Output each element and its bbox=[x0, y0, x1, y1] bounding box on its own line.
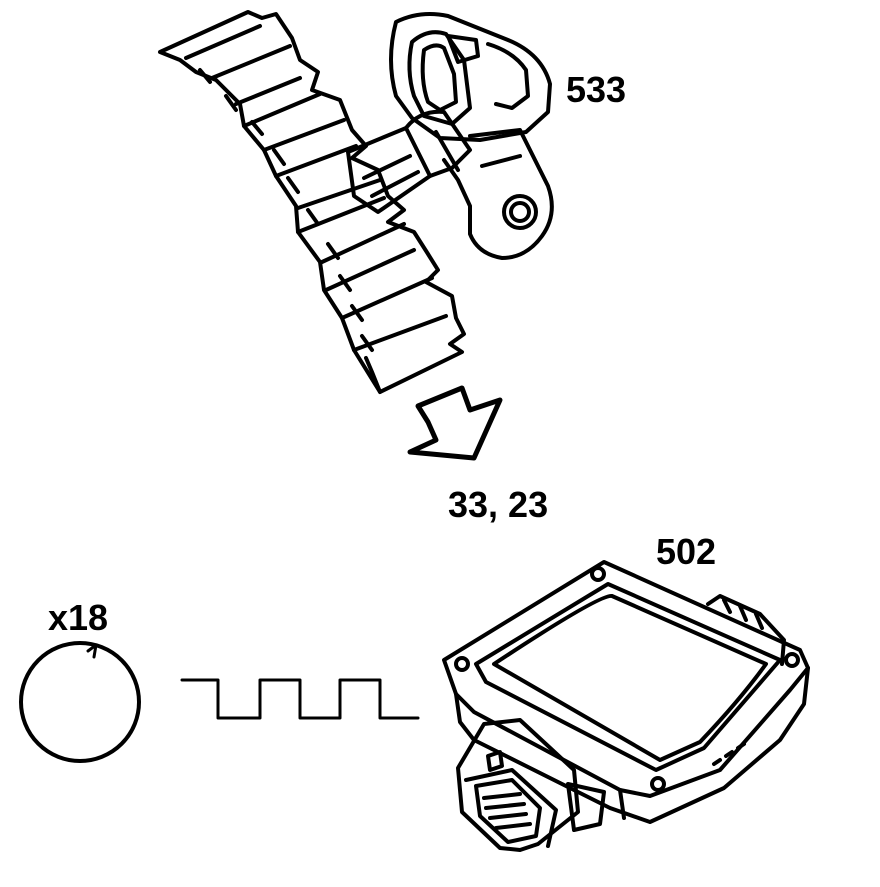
pin-numbers-label: 33, 23 bbox=[448, 484, 549, 525]
signal-direction-arrow-icon bbox=[410, 388, 500, 458]
reluctor-ring-icon bbox=[21, 643, 139, 761]
sensor-label: 533 bbox=[566, 69, 627, 110]
flywheel-edge-illustration bbox=[160, 12, 464, 392]
module-label: 502 bbox=[656, 531, 717, 572]
tooth-count-label: x18 bbox=[48, 597, 109, 638]
square-wave-signal-icon bbox=[182, 680, 418, 718]
control-module-icon bbox=[444, 562, 808, 850]
crankshaft-position-sensor-icon bbox=[348, 14, 552, 258]
